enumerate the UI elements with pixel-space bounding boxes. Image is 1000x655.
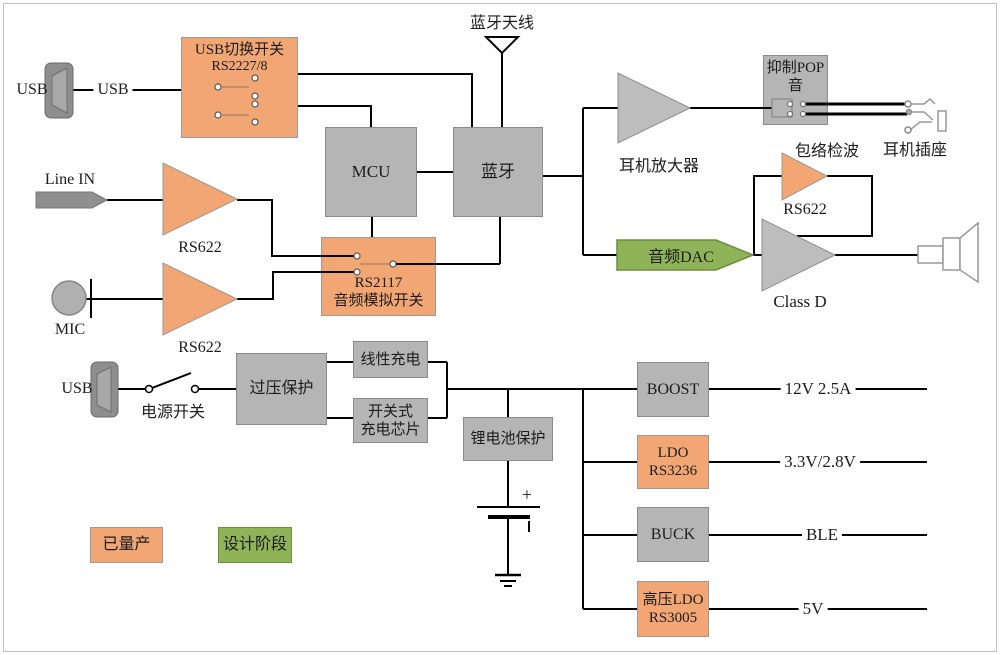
- class-d-triangle: [761, 218, 837, 292]
- usb-bus-label: USB: [93, 81, 133, 99]
- battery-icon: [477, 506, 540, 532]
- mic-amp-triangle: [162, 262, 239, 336]
- ldo-box: LDO RS3236: [637, 435, 709, 489]
- headphone-amp-triangle: [617, 72, 692, 144]
- switching-charger-box: 开关式 充电芯片: [353, 398, 428, 443]
- line-in-label: Line IN: [44, 171, 96, 188]
- output-3v3-label: 3.3V/2.8V: [780, 452, 860, 472]
- mcu-label: MCU: [351, 161, 391, 181]
- usb-switch-box: USB切换开关 RS2227/8: [181, 37, 298, 138]
- speaker-icon: [917, 221, 979, 284]
- overvoltage-protection-box: 过压保护: [236, 353, 327, 425]
- battery-plus-label: +: [521, 484, 533, 505]
- ground-icon: [495, 573, 521, 587]
- battery-protect-box: 锂电池保护: [463, 417, 553, 461]
- hv-ldo-box: 高压LDO RS3005: [637, 581, 709, 637]
- jack-label: 耳机插座: [882, 142, 948, 159]
- buck-box: BUCK: [637, 507, 709, 562]
- boost-label: BOOST: [646, 380, 700, 398]
- output-12v-label: 12V 2.5A: [780, 379, 856, 399]
- line-in-arrow-icon: [35, 191, 109, 209]
- rs622-envelope-label: RS622: [783, 201, 827, 218]
- legend-produced-box: 已量产: [90, 527, 163, 563]
- mcu-box: MCU: [325, 127, 417, 217]
- antenna-label: 蓝牙天线: [469, 15, 535, 32]
- envelope-label: 包络检波: [794, 143, 860, 160]
- output-ble-label: BLE: [801, 525, 843, 545]
- legend-design-box: 设计阶段: [218, 527, 292, 563]
- battery-protect-label: 锂电池保护: [470, 431, 546, 447]
- mic-label: MIC: [54, 321, 86, 338]
- rs2117-part-label: RS2117: [354, 275, 403, 291]
- buck-label: BUCK: [650, 525, 696, 543]
- usb-port-bottom-label: USB: [61, 380, 93, 397]
- headphone-amp-label: 耳机放大器: [618, 158, 700, 175]
- class-d-label: Class D: [773, 292, 827, 311]
- pop-suppress-box: 抑制POP音: [763, 55, 828, 125]
- usb-switch-title: USB切换开关: [194, 42, 285, 58]
- envelope-amp-triangle: [781, 152, 829, 201]
- rs2117-box: RS2117 音频模拟开关: [321, 237, 436, 316]
- bluetooth-label: 蓝牙: [481, 161, 515, 181]
- legend-design-label: 设计阶段: [222, 536, 287, 554]
- bluetooth-antenna-icon: [483, 36, 521, 55]
- power-switch-label: 电源开关: [140, 404, 206, 421]
- audio-dac-shape: [616, 239, 755, 271]
- boost-box: BOOST: [637, 362, 709, 417]
- rs622-line-label: RS622: [178, 239, 222, 256]
- legend-produced-label: 已量产: [102, 536, 151, 554]
- pop-suppress-label: 抑制POP音: [766, 60, 825, 94]
- mic-icon: [51, 280, 87, 316]
- ldo-line1: LDO: [657, 445, 689, 461]
- power-switch-icon: [144, 372, 200, 394]
- usb-port-top-label: USB: [16, 81, 48, 98]
- hv-ldo-line1: 高压LDO: [642, 592, 704, 608]
- overvoltage-protection-label: 过压保护: [249, 380, 314, 398]
- bluetooth-box: 蓝牙: [453, 127, 543, 217]
- rs2117-name-label: 音频模拟开关: [333, 293, 424, 309]
- usb-switch-part: RS2227/8: [211, 59, 268, 74]
- diagram-border: [3, 3, 997, 652]
- linear-charge-label: 线性充电: [360, 351, 421, 368]
- usb-connector-top-icon: [44, 62, 74, 119]
- audio-dac-label: 音频DAC: [648, 249, 714, 266]
- line-in-amp-triangle: [162, 162, 239, 236]
- hv-ldo-line2: RS3005: [648, 610, 698, 626]
- switching-charger-line2: 充电芯片: [360, 421, 421, 438]
- output-5v-label: 5V: [798, 599, 828, 619]
- usb-connector-bottom-icon: [90, 361, 119, 418]
- linear-charge-box: 线性充电: [353, 341, 428, 378]
- ldo-line2: RS3236: [648, 463, 698, 479]
- rs622-mic-label: RS622: [178, 339, 222, 356]
- switching-charger-line1: 开关式: [367, 403, 413, 420]
